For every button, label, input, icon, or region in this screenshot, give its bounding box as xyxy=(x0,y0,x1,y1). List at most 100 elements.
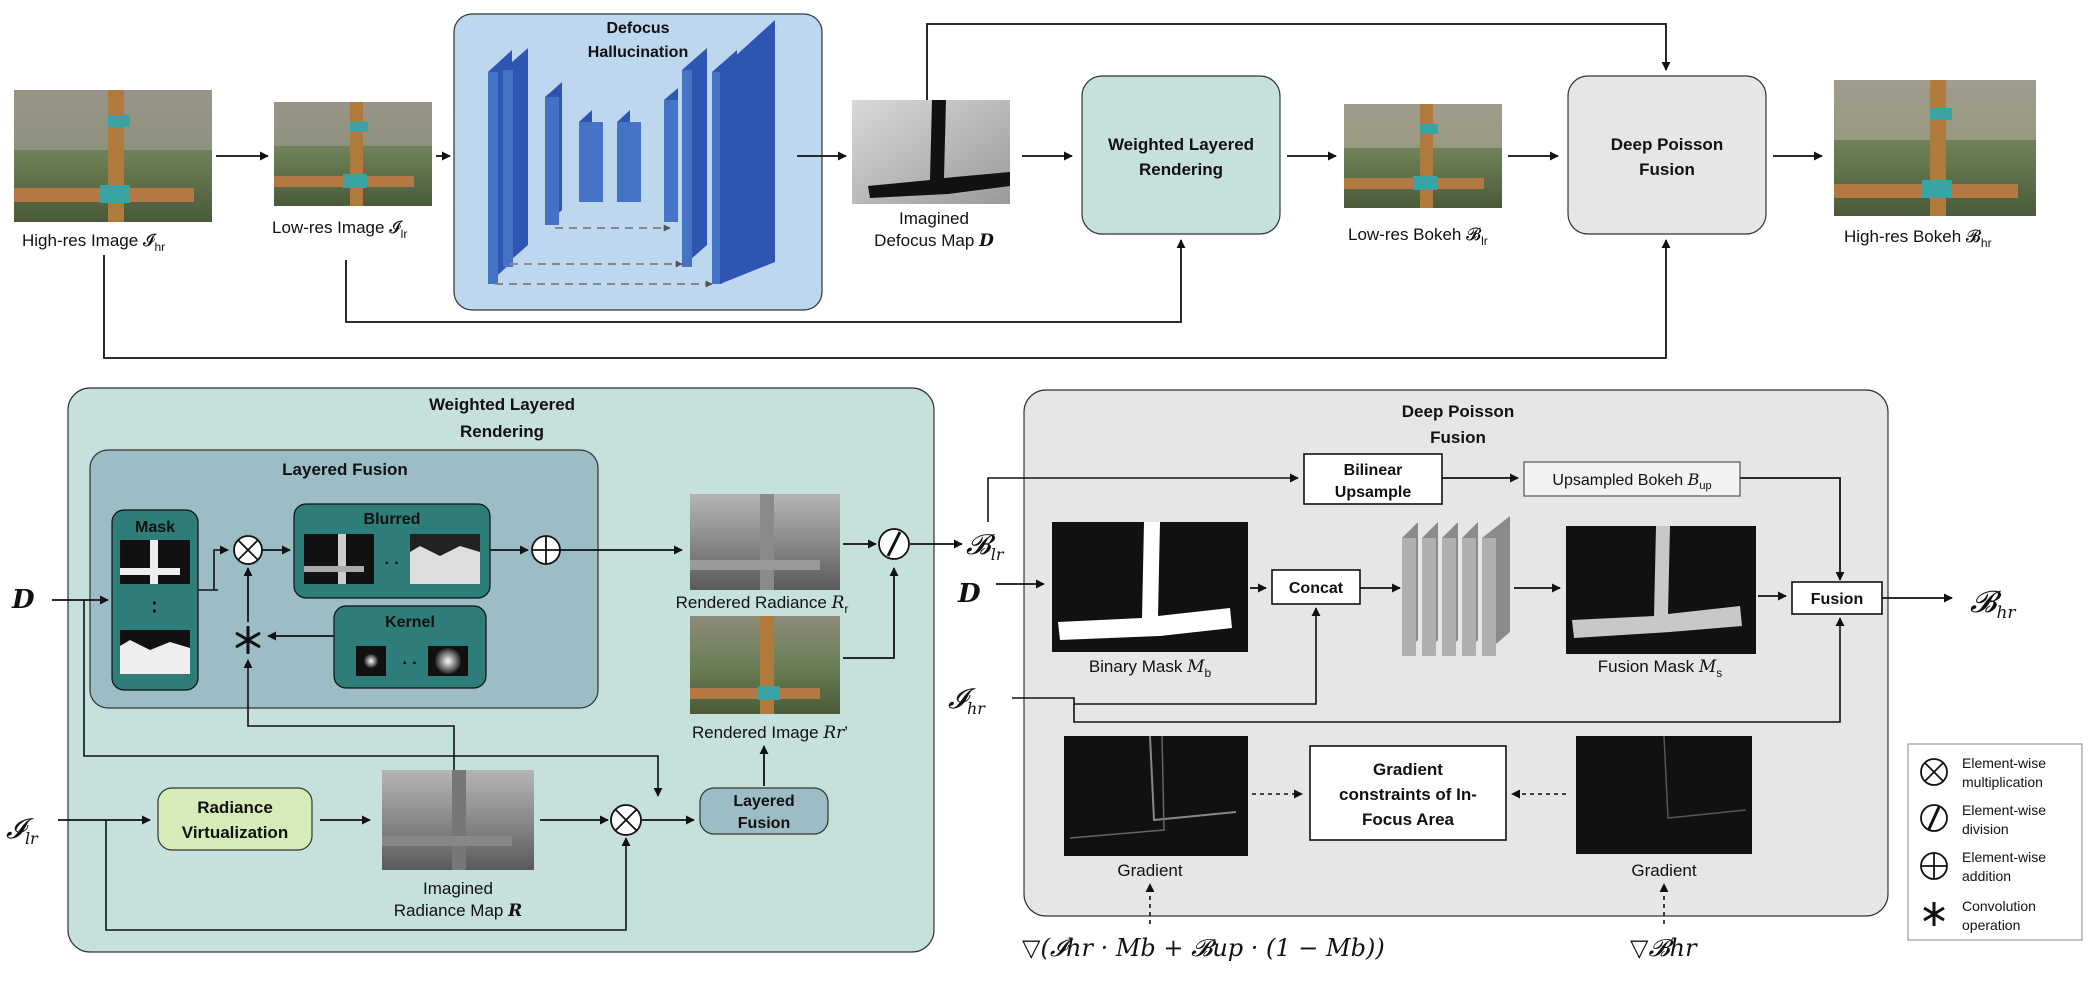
mask-thumb-1 xyxy=(120,540,190,584)
legend-conv-symbol xyxy=(1923,902,1945,926)
wlr-panel-title-2: Rendering xyxy=(460,422,544,441)
mask-vdots-2: · xyxy=(152,601,159,623)
lf-small-label-2: Fusion xyxy=(738,815,790,832)
wlr-i-lr-input: 𝓘lr xyxy=(6,812,39,848)
upsampled-box xyxy=(1523,461,1741,497)
gradient-left-label: Gradient xyxy=(1117,861,1182,880)
legend-div-1: Element-wise xyxy=(1962,802,2046,818)
legend-div-symbol xyxy=(1920,804,1948,832)
bilinear-label-1: Bilinear xyxy=(1344,462,1403,479)
b-lr-output: 𝓑lr xyxy=(966,528,1005,564)
conv-op xyxy=(235,626,261,654)
legend-mult-symbol xyxy=(1920,758,1948,786)
gc-label-3: Focus Area xyxy=(1362,810,1455,829)
rv-label-2: Virtualization xyxy=(182,823,288,842)
add-op xyxy=(531,535,561,565)
legend-conv-1: Convolution xyxy=(1962,898,2036,914)
legend-add-symbol xyxy=(1920,852,1948,880)
arrow-ilr-to-mult2 xyxy=(105,820,631,931)
hr-image-thumb xyxy=(14,90,212,222)
radiance-map-thumb xyxy=(382,770,534,870)
legend-add-2: addition xyxy=(1962,868,2011,884)
gradient-right-thumb xyxy=(1576,735,1752,854)
kernel-dots: · · xyxy=(402,655,417,672)
bilinear-label-2: Upsample xyxy=(1335,484,1412,501)
defocus-label-2: Defocus Map D xyxy=(874,231,994,251)
dpf-d-input: D xyxy=(957,579,981,609)
legend-div-2: division xyxy=(1962,821,2009,837)
hr-bokeh-thumb xyxy=(1834,80,2036,216)
hr-bokeh-label: High-res Bokeh 𝓑hr xyxy=(1844,227,1992,250)
concat-label: Concat xyxy=(1289,580,1344,597)
rendered-image-label: Rendered Image Rr’ xyxy=(692,723,848,743)
wlr-d-input: D xyxy=(11,585,35,615)
kernel-label: Kernel xyxy=(385,614,435,631)
hallucination-title-1: Defocus xyxy=(606,20,669,37)
concat-box xyxy=(1271,569,1361,605)
blurred-dots: · · xyxy=(384,555,399,572)
dpf-block xyxy=(1567,75,1767,235)
dpf-i-hr-input: 𝓘hr xyxy=(948,682,986,718)
hallucination-title-2: Hallucination xyxy=(588,44,688,61)
formula-right: ▽𝓑hr xyxy=(1630,934,1698,962)
divide-op xyxy=(878,528,910,560)
gradient-constraints-box xyxy=(1309,745,1507,841)
radiance-virtualization-box xyxy=(157,787,313,851)
arrow-defocus-to-dpf xyxy=(926,23,1671,100)
legend-conv-2: operation xyxy=(1962,917,2020,933)
wlr-block xyxy=(1081,75,1281,235)
bilinear-box xyxy=(1303,453,1443,505)
wlr-block-label-1: Weighted Layered xyxy=(1108,135,1254,154)
lr-image-thumb xyxy=(274,102,432,206)
wlr-panel-title-1: Weighted Layered xyxy=(429,395,575,414)
defocus-label-1: Imagined xyxy=(899,209,969,228)
legend-mult-2: multiplication xyxy=(1962,774,2043,790)
arrow-blr-to-bilinear xyxy=(987,473,1299,522)
layered-fusion-small-box xyxy=(699,787,829,835)
mask-label: Mask xyxy=(135,519,175,536)
dpf-block-label-2: Fusion xyxy=(1639,160,1695,179)
fusion-mask-thumb xyxy=(1566,526,1756,654)
upsampled-label: Upsampled Bokeh Bup xyxy=(1552,470,1711,492)
lr-bokeh-thumb xyxy=(1344,104,1502,208)
network-layers xyxy=(1402,516,1510,656)
arrow-d-to-lf xyxy=(83,600,663,797)
defocus-map-thumb xyxy=(852,100,1010,204)
arrow-image-to-div xyxy=(843,567,899,659)
dpf-block-label-1: Deep Poisson xyxy=(1611,135,1723,154)
arrow-ihr-to-fusion xyxy=(1073,617,1845,723)
multiply-op-1 xyxy=(233,535,263,565)
blurred-label: Blurred xyxy=(364,511,421,528)
lr-bokeh-label: Low-res Bokeh 𝓑lr xyxy=(1348,225,1488,248)
binary-mask-label: Binary Mask Mb xyxy=(1089,657,1212,680)
gradient-right-label: Gradient xyxy=(1631,861,1696,880)
wlr-block-label-2: Rendering xyxy=(1139,160,1223,179)
gc-label-2: constraints of In- xyxy=(1339,785,1477,804)
legend-mult-1: Element-wise xyxy=(1962,755,2046,771)
arrow-upsampled-to-fusion xyxy=(1740,477,1845,581)
mask-thumb-2 xyxy=(120,630,190,674)
mask-vdots: · xyxy=(152,593,159,615)
multiply-op-2 xyxy=(610,804,642,836)
rendered-radiance-thumb xyxy=(690,494,840,590)
gc-label-1: Gradient xyxy=(1373,760,1443,779)
dpf-panel-title-1: Deep Poisson xyxy=(1402,402,1514,421)
layered-fusion-title: Layered Fusion xyxy=(282,460,408,479)
arrow-hr-to-dpf xyxy=(103,239,1671,359)
arrow-lr-to-wlr xyxy=(345,239,1186,323)
rendered-radiance-label: Rendered Radiance Rr xyxy=(676,593,849,616)
gradient-left-thumb xyxy=(1064,735,1248,856)
hr-image-label: High-res Image 𝓘hr xyxy=(22,231,165,254)
dpf-panel-title-2: Fusion xyxy=(1430,428,1486,447)
blurred-thumb-1 xyxy=(304,534,374,584)
fusion-label: Fusion xyxy=(1811,591,1863,608)
blurred-thumb-2 xyxy=(410,534,480,584)
legend-add-1: Element-wise xyxy=(1962,849,2046,865)
binary-mask-thumb xyxy=(1052,522,1248,652)
b-hr-output: 𝓑hr xyxy=(1970,585,2016,623)
unet-layers xyxy=(488,20,775,288)
lr-image-label: Low-res Image 𝓘lr xyxy=(272,218,407,241)
rendered-image-thumb xyxy=(690,616,840,714)
rv-label-1: Radiance xyxy=(197,798,273,817)
